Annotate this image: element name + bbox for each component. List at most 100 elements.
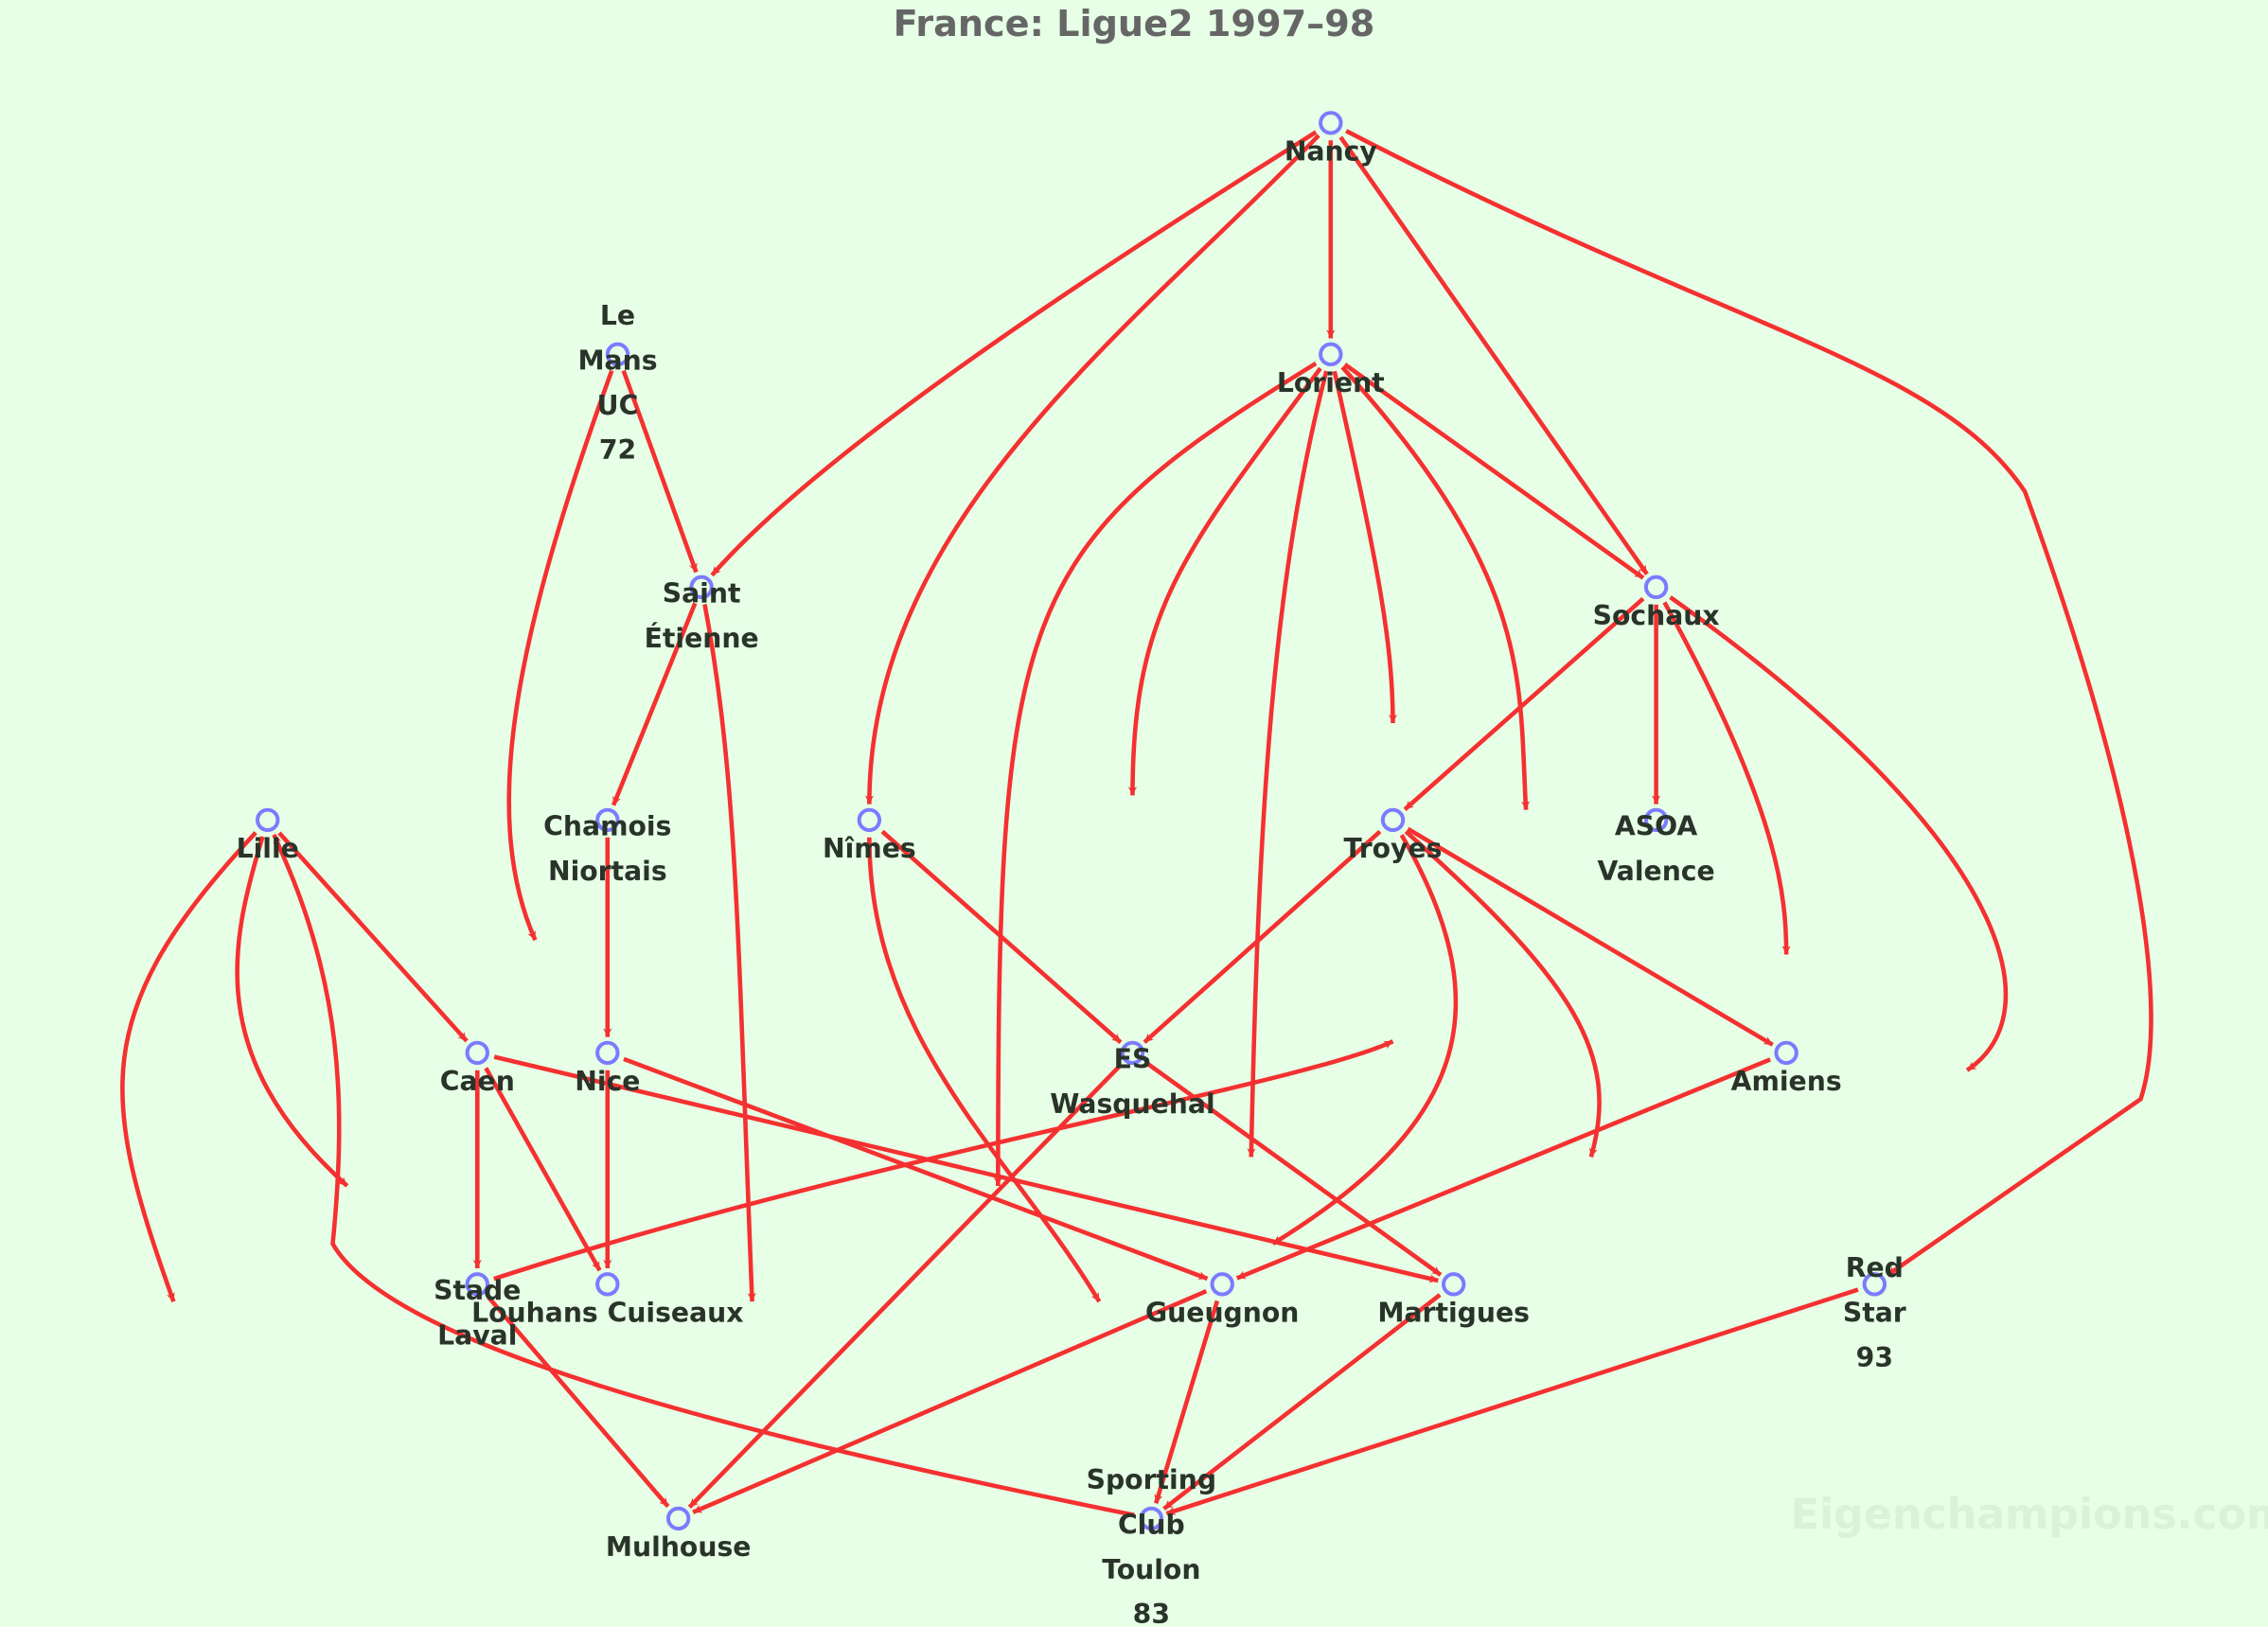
edge-Troyes-to-Amiens [1407, 826, 1774, 1047]
edge-Lille-to-Laval [235, 836, 349, 1188]
node-circle-icon[interactable] [1210, 1272, 1234, 1297]
team-node-Sochaux[interactable]: Sochaux [1593, 575, 1720, 631]
node-circle-icon[interactable] [595, 1040, 620, 1066]
team-label: Étienne [645, 622, 759, 654]
edge-Lorient-to-Louhans [993, 361, 1318, 1186]
edge-ES-to-Martigues [1145, 1061, 1443, 1277]
edge-Gueugnon-to-Toulon [1154, 1300, 1220, 1504]
node-circle-icon[interactable] [665, 1506, 691, 1531]
node-circle-icon[interactable] [595, 1272, 620, 1297]
node-circle-icon[interactable] [1319, 342, 1343, 367]
node-circle-icon[interactable] [465, 1040, 489, 1066]
team-label: Laval [437, 1319, 517, 1351]
edge-Nancy-to-Sochaux [1338, 135, 1649, 575]
team-node-Martigues[interactable]: Martigues [1377, 1272, 1530, 1329]
edge-Nice-to-Gueugnon [623, 1056, 1209, 1282]
node-circle-icon[interactable] [1442, 1272, 1466, 1297]
node-circle-icon[interactable] [1774, 1040, 1798, 1066]
team-node-Nimes[interactable]: Nîmes [823, 807, 916, 864]
team-label: Niortais [548, 856, 667, 887]
edge-Caen-to-Louhans [484, 1067, 602, 1272]
edge-Nimes-to-ES [880, 829, 1123, 1044]
node-circle-icon[interactable] [1643, 575, 1669, 600]
nodes-layer: NancyLorientLeMansUC72SaintÉtienneSochau… [237, 111, 1906, 1627]
team-node-Lille[interactable]: Lille [237, 807, 299, 864]
edge-Laval-to-Mulhouse [487, 1296, 670, 1509]
team-label: Toulon [1102, 1554, 1200, 1585]
edge-Troyes-to-Martigues [1404, 829, 1602, 1158]
node-circle-icon[interactable] [1319, 111, 1343, 135]
edges-layer [120, 129, 2153, 1518]
team-node-Troyes[interactable]: Troyes [1344, 807, 1443, 864]
edge-Laval-to-Troyes [493, 1039, 1394, 1282]
node-circle-icon[interactable] [689, 575, 714, 600]
team-label: Sochaux [1593, 600, 1720, 631]
edge-Troyes-to-Gueugnon [1271, 834, 1459, 1247]
team-label: Chamois [543, 810, 671, 841]
team-label: 83 [1133, 1599, 1170, 1627]
edge-Sochaux-to-Amiens [1662, 601, 1791, 955]
edge-Lorient-to-ES [1127, 366, 1322, 796]
team-label: Amiens [1731, 1066, 1842, 1097]
node-circle-icon[interactable] [1139, 1506, 1164, 1531]
edge-Lorient-to-Sochaux [1343, 363, 1645, 580]
edge-LeMans-to-SaintEtienne [621, 369, 699, 574]
edge-SaintEtienne-to-Toulon [702, 603, 756, 1302]
node-circle-icon[interactable] [595, 807, 620, 833]
team-label: Valence [1597, 856, 1714, 887]
node-circle-icon[interactable] [1380, 807, 1406, 833]
team-label: Nice [575, 1066, 640, 1097]
team-label: Red [1846, 1252, 1904, 1283]
node-circle-icon[interactable] [605, 342, 630, 367]
edge-Gueugnon-to-Mulhouse [692, 1289, 1208, 1514]
team-node-Caen[interactable]: Caen [440, 1040, 515, 1097]
node-circle-icon[interactable] [1643, 807, 1669, 833]
team-node-Nice[interactable]: Nice [575, 1040, 640, 1097]
node-circle-icon[interactable] [1862, 1272, 1887, 1297]
edge-ES-to-Mulhouse [687, 1063, 1123, 1509]
edge-RedStar-to-Toulon [1165, 1287, 1859, 1516]
edge-SaintEtienne-to-Chamois [611, 602, 698, 806]
edge-Toulon-to-Lille [272, 833, 1135, 1518]
team-label: Nancy [1285, 136, 1377, 168]
edge-Lille-to-Mulhouse [120, 831, 257, 1302]
team-label: 93 [1856, 1342, 1893, 1373]
team-label: Lille [237, 833, 299, 864]
team-label: Wasquehal [1050, 1088, 1214, 1120]
chart-title: France: Ligue2 1997–98 [894, 4, 1375, 45]
team-label: Gueugnon [1145, 1298, 1299, 1329]
edge-Lorient-to-Martigues [1340, 365, 1531, 810]
team-label: UC [597, 390, 639, 421]
team-label: Stade [434, 1275, 521, 1306]
team-node-Mulhouse[interactable]: Mulhouse [606, 1506, 752, 1563]
edge-LeMans-to-Nice [506, 369, 614, 942]
team-label: Mulhouse [606, 1531, 752, 1563]
node-circle-icon[interactable] [256, 807, 280, 833]
team-node-Louhans[interactable]: Louhans Cuiseaux [471, 1272, 743, 1329]
edge-Caen-to-Martigues [493, 1054, 1439, 1283]
edge-Lorient-to-Gueugnon [1247, 370, 1329, 1158]
node-circle-icon[interactable] [465, 1272, 489, 1297]
team-node-Amiens[interactable]: Amiens [1731, 1040, 1842, 1097]
team-node-Gueugnon[interactable]: Gueugnon [1145, 1272, 1299, 1329]
node-circle-icon[interactable] [1120, 1040, 1145, 1066]
team-node-Nancy[interactable]: Nancy [1285, 111, 1377, 168]
edge-Nancy-to-Nimes [864, 133, 1320, 805]
edge-Lorient-to-Troyes [1332, 370, 1398, 724]
edge-Lille-to-Caen [277, 831, 469, 1043]
team-node-Lorient[interactable]: Lorient [1277, 342, 1385, 398]
team-label: 72 [599, 434, 636, 466]
edge-Nancy-to-RedStar [1345, 129, 2153, 1278]
node-circle-icon[interactable] [857, 807, 882, 833]
edge-Troyes-to-ES [1143, 829, 1382, 1044]
